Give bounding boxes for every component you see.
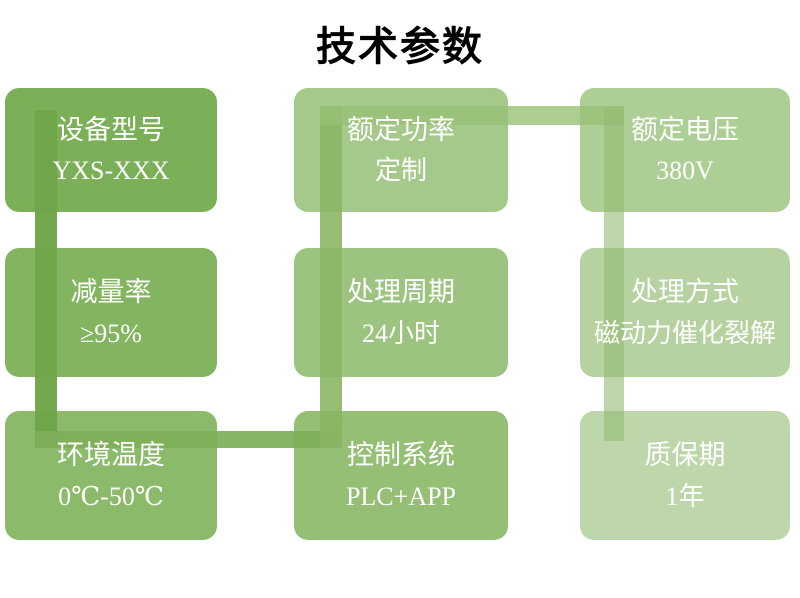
param-value: 定制	[374, 156, 427, 186]
param-value: 0℃-50℃	[58, 481, 164, 511]
param-label: 处理方式	[631, 277, 739, 308]
param-value: YXS-XXX	[52, 156, 170, 186]
param-value: 1年	[665, 481, 705, 511]
param-value: ≥95%	[80, 318, 142, 348]
connector-right-vertical	[604, 106, 624, 441]
param-label: 质保期	[644, 440, 726, 471]
param-label: 环境温度	[57, 440, 165, 471]
connector-top-horizontal	[320, 106, 624, 125]
connector-left-vertical	[35, 110, 57, 448]
connector-middle-vertical	[320, 106, 342, 448]
connector-bottom-horizontal	[35, 431, 341, 448]
param-value: 磁动力催化裂解	[593, 318, 776, 348]
param-value: 24小时	[361, 318, 440, 348]
page-title: 技术参数	[316, 25, 484, 69]
param-label: 处理周期	[347, 277, 455, 308]
param-label: 控制系统	[347, 440, 455, 471]
param-label: 减量率	[70, 277, 152, 308]
param-value: 380V	[656, 156, 714, 186]
param-label: 设备型号	[57, 114, 165, 145]
param-label: 额定电压	[631, 114, 739, 145]
param-value: PLC+APP	[345, 481, 457, 511]
param-label: 额定功率	[347, 114, 455, 145]
